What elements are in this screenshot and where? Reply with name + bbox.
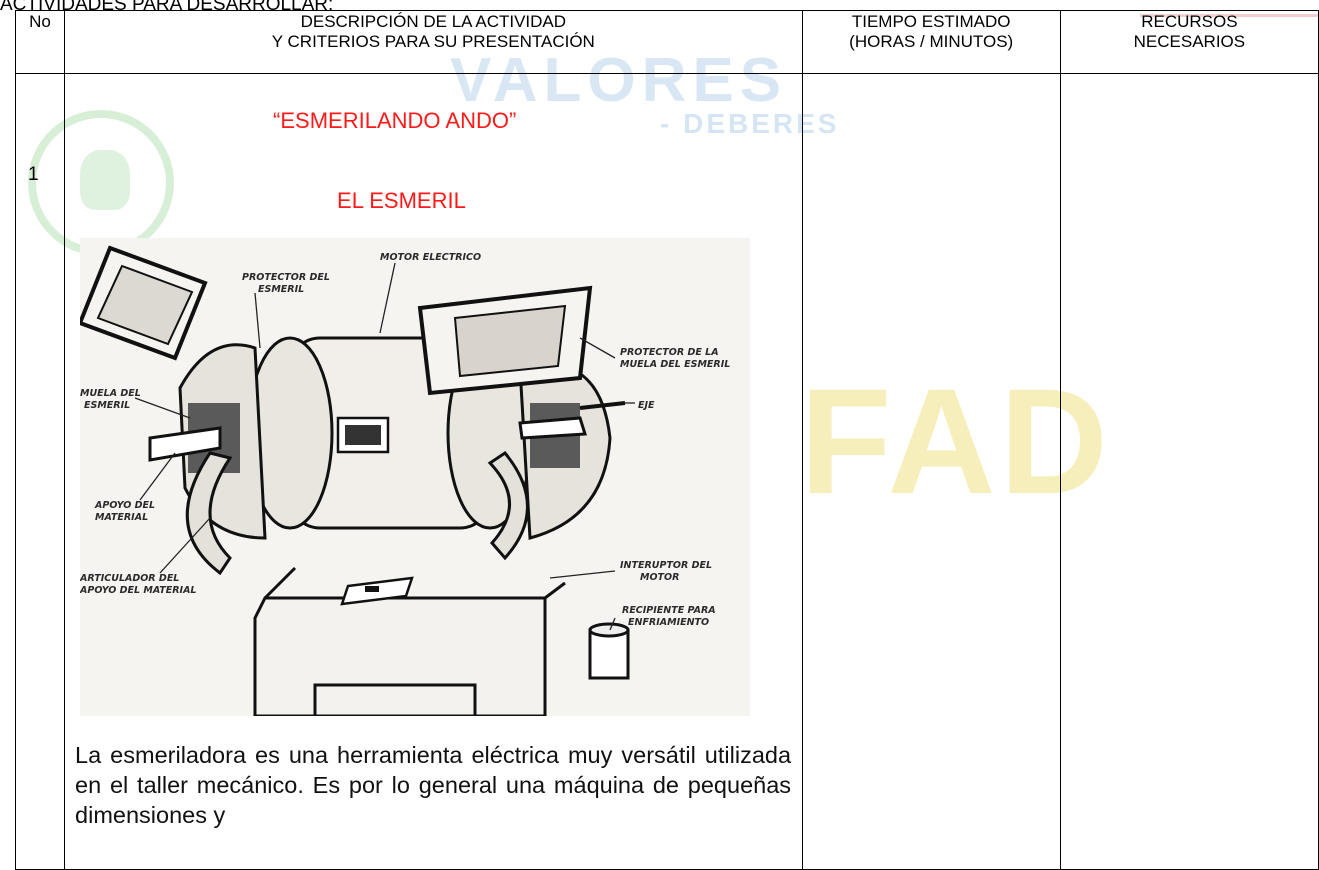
label-motor: MOTOR ELECTRICO (380, 252, 481, 263)
label-recipiente-line2: ENFRIAMIENTO (628, 617, 709, 628)
label-eje: EJE (638, 400, 655, 411)
label-articulador-line2: APOYO DEL MATERIAL (80, 585, 196, 596)
label-protector-line2: ESMERIL (258, 284, 304, 295)
row-number: 1 (14, 73, 66, 870)
row-resources (1059, 73, 1319, 870)
label-apoyo-line2: MATERIAL (95, 512, 148, 523)
header-resources: RECURSOS NECESARIOS (1059, 10, 1319, 74)
label-interruptor-line2: MOTOR (640, 572, 679, 583)
label-protector-line1: PROTECTOR DEL (242, 272, 330, 283)
label-interruptor-line1: INTERUPTOR DEL (620, 560, 712, 571)
header-description: DESCRIPCIÓN DE LA ACTIVIDAD Y CRITERIOS … (64, 10, 803, 74)
label-recipiente-line1: RECIPIENTE PARA (622, 605, 716, 616)
table-header-row: No DESCRIPCIÓN DE LA ACTIVIDAD Y CRITERI… (14, 10, 1319, 74)
label-muela-line1: MUELA DEL (80, 388, 141, 399)
label-muela-line2: ESMERIL (84, 400, 130, 411)
label-apoyo-line1: APOYO DEL (94, 500, 155, 511)
header-no: No (14, 10, 66, 74)
row-time (801, 73, 1061, 870)
activity-title: “ESMERILANDO ANDO” (273, 108, 517, 133)
bench-grinder-diagram: MOTOR ELECTRICO PROTECTOR DEL ESMERIL PR… (80, 238, 751, 716)
activity-subtitle: EL ESMERIL (337, 188, 466, 213)
label-protector-muela-line2: MUELA DEL ESMERIL (620, 359, 730, 370)
row-description: “ESMERILANDO ANDO” EL ESMERIL (64, 73, 803, 870)
activity-description-text: La esmeriladora es una herramienta eléct… (75, 742, 792, 828)
header-time: TIEMPO ESTIMADO (HORAS / MINUTOS) (801, 10, 1061, 74)
label-articulador-line1: ARTICULADOR DEL (80, 573, 179, 584)
table-row: 1 “ESMERILANDO ANDO” EL ESMERIL (14, 73, 1319, 870)
activities-table: No DESCRIPCIÓN DE LA ACTIVIDAD Y CRITERI… (14, 10, 1319, 870)
label-protector-muela-line1: PROTECTOR DE LA (620, 347, 719, 358)
